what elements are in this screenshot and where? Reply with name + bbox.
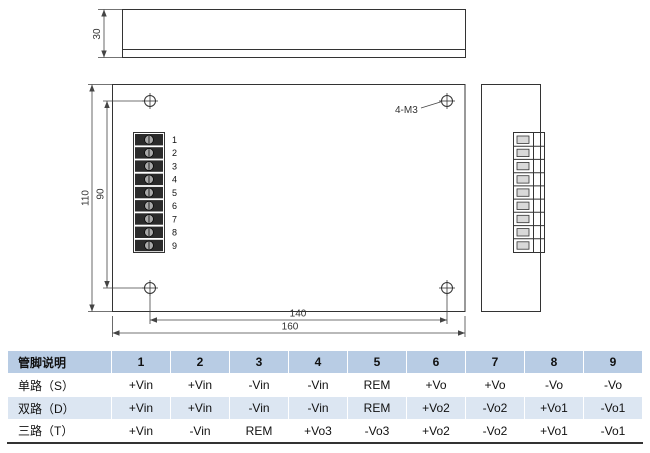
terminal-6 <box>135 200 163 212</box>
cell-s-5: REM <box>347 373 407 397</box>
header-pin-4: 4 <box>288 350 348 374</box>
mounting-screw-top-left <box>142 93 158 109</box>
row-triple-output: 三路（T） +Vin -Vin REM +Vo3 -Vo3 +Vo2 -Vo2 … <box>7 419 643 443</box>
dim-height-30: 30 <box>92 9 122 58</box>
terminal-3 <box>135 160 163 172</box>
pin-number-4: 4 <box>172 175 177 185</box>
cell-s-3: -Vin <box>229 373 289 397</box>
pin-number-7: 7 <box>172 214 177 224</box>
cell-t-8: +Vo1 <box>524 419 584 443</box>
pin-number-6: 6 <box>172 201 177 211</box>
front-view: 1 2 3 4 5 6 7 8 9 4-M3 <box>112 84 466 312</box>
cell-d-2: +Vin <box>170 396 230 420</box>
header-pin-3: 3 <box>229 350 289 374</box>
pin-number-5: 5 <box>172 188 177 198</box>
mounting-screw-bottom-right <box>439 280 455 296</box>
cell-s-9: -Vo <box>583 373 643 397</box>
terminal-block-front <box>133 132 165 253</box>
cell-s-6: +Vo <box>406 373 466 397</box>
pin-table-header-row: 管脚说明 1 2 3 4 5 6 7 8 9 <box>7 350 643 374</box>
header-pin-desc: 管脚说明 <box>7 350 112 374</box>
dim-110-label: 110 <box>81 190 92 206</box>
screw-note-label: 4-M3 <box>395 105 418 116</box>
terminal-1 <box>135 134 163 146</box>
cell-s-8: -Vo <box>524 373 584 397</box>
header-pin-7: 7 <box>465 350 525 374</box>
terminal-4 <box>135 173 163 186</box>
mechanical-drawing: 30 <box>81 9 545 337</box>
cell-t-7: -Vo2 <box>465 419 525 443</box>
header-pin-5: 5 <box>347 350 407 374</box>
dim-160-label: 160 <box>282 322 299 333</box>
row-triple-label: 三路（T） <box>7 419 112 443</box>
dim-30-label: 30 <box>92 28 103 40</box>
cell-t-6: +Vo2 <box>406 419 466 443</box>
cell-s-2: +Vin <box>170 373 230 397</box>
dim-screw-span-140: 140 <box>149 294 448 324</box>
cell-d-8: +Vo1 <box>524 396 584 420</box>
pin-number-3: 3 <box>172 161 177 171</box>
row-dual-output: 双路（D） +Vin +Vin -Vin -Vin REM +Vo2 -Vo2 … <box>7 396 643 420</box>
header-pin-9: 9 <box>583 350 643 374</box>
cell-t-3: REM <box>229 419 289 443</box>
terminal-7 <box>135 213 163 225</box>
top-view <box>122 9 466 58</box>
cell-d-7: -Vo2 <box>465 396 525 420</box>
terminal-2 <box>135 147 163 159</box>
pin-number-9: 9 <box>172 241 177 251</box>
mounting-screw-bottom-left <box>142 280 158 296</box>
terminal-5 <box>135 186 163 199</box>
header-pin-1: 1 <box>111 350 171 374</box>
cell-s-7: +Vo <box>465 373 525 397</box>
pin-number-8: 8 <box>172 228 177 238</box>
cell-t-4: +Vo3 <box>288 419 348 443</box>
header-pin-2: 2 <box>170 350 230 374</box>
row-dual-label: 双路（D） <box>7 396 112 420</box>
cell-d-3: -Vin <box>229 396 289 420</box>
cell-t-9: -Vo1 <box>583 419 643 443</box>
pin-number-2: 2 <box>172 148 177 158</box>
cell-d-1: +Vin <box>111 396 171 420</box>
cell-d-9: -Vo1 <box>583 396 643 420</box>
header-pin-6: 6 <box>406 350 466 374</box>
dim-140-label: 140 <box>290 309 307 320</box>
mounting-screw-top-right <box>439 93 455 109</box>
cell-s-1: +Vin <box>111 373 171 397</box>
terminal-9 <box>135 239 163 252</box>
side-view <box>481 84 545 312</box>
pin-number-list: 1 2 3 4 5 6 7 8 9 <box>172 135 177 251</box>
dim-screw-span-90: 90 <box>96 100 144 289</box>
pin-number-1: 1 <box>172 135 177 145</box>
row-single-label: 单路（S） <box>7 373 112 397</box>
cell-t-5: -Vo3 <box>347 419 407 443</box>
cell-t-2: -Vin <box>170 419 230 443</box>
dim-90-label: 90 <box>96 188 107 200</box>
row-single-output: 单路（S） +Vin +Vin -Vin -Vin REM +Vo +Vo -V… <box>7 373 643 397</box>
dim-height-110: 110 <box>81 84 112 312</box>
cell-d-5: REM <box>347 396 407 420</box>
cell-t-1: +Vin <box>111 419 171 443</box>
cell-s-4: -Vin <box>288 373 348 397</box>
cell-d-6: +Vo2 <box>406 396 466 420</box>
terminal-block-side <box>513 132 545 253</box>
dim-width-160: 160 <box>112 316 466 337</box>
pin-description-table: 管脚说明 1 2 3 4 5 6 7 8 9 单路（S） +Vin +Vin -… <box>7 350 643 444</box>
terminal-8 <box>135 226 163 238</box>
header-pin-8: 8 <box>524 350 584 374</box>
cell-d-4: -Vin <box>288 396 348 420</box>
screw-note: 4-M3 <box>395 101 443 116</box>
